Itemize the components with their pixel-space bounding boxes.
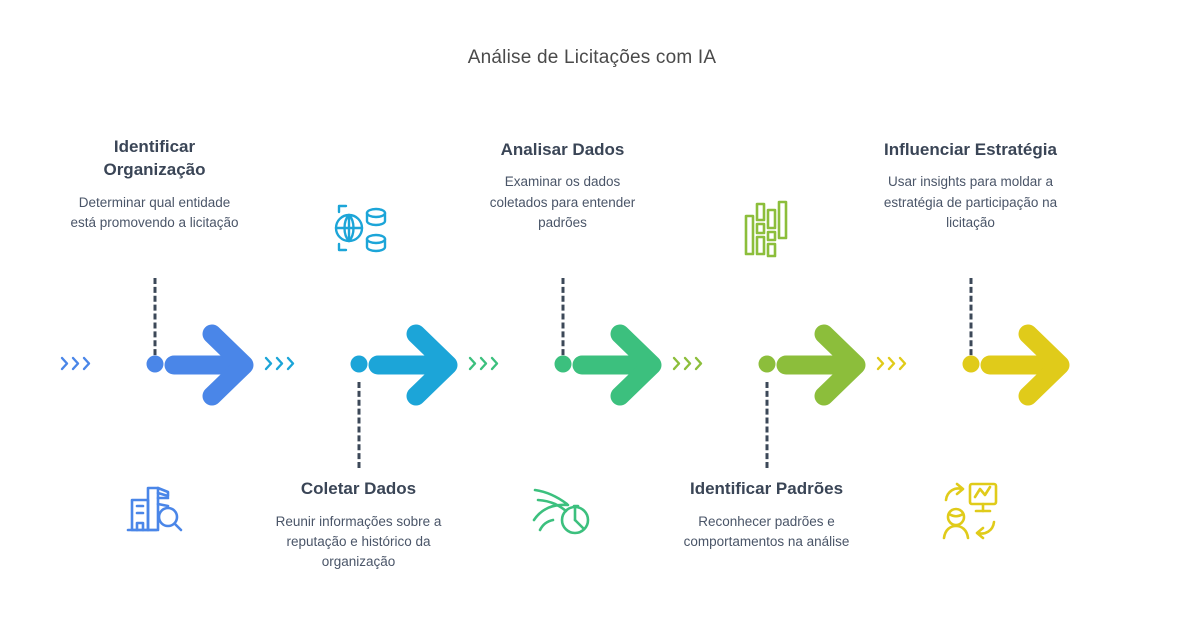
step-text-block: Identificar Padrões Reconhecer padrões e… xyxy=(679,478,854,552)
step-heading: Identificar Organização xyxy=(103,137,206,179)
flow-pie-chart-icon xyxy=(530,480,596,540)
chevron-right-icon xyxy=(468,356,477,371)
chevron-right-icon xyxy=(60,356,69,371)
timeline-step: Identificar Organização Determinar qual … xyxy=(52,0,257,618)
timeline-step: Analisar Dados Examinar os dados coletad… xyxy=(460,0,665,618)
person-monitor-cycle-icon xyxy=(938,480,1004,540)
dashed-connector xyxy=(561,278,564,364)
step-text-block: Analisar Dados Examinar os dados coletad… xyxy=(475,139,650,233)
chevron-right-icon xyxy=(694,356,703,371)
chevron-right-icon xyxy=(82,356,91,371)
timeline-node-dot[interactable] xyxy=(350,355,367,373)
chevron-right-icon xyxy=(683,356,692,371)
timeline-node-dot[interactable] xyxy=(758,355,775,373)
chevron-right-icon xyxy=(887,356,896,371)
chevron-right-icon xyxy=(71,356,80,371)
step-description: Reconhecer padrões e comportamentos na a… xyxy=(683,513,850,549)
arrow-right-icon xyxy=(164,320,260,410)
building-search-icon xyxy=(122,480,188,540)
chevron-group xyxy=(876,356,907,371)
chevron-right-icon xyxy=(490,356,499,371)
chevron-right-icon xyxy=(264,356,273,371)
arrow-right-icon xyxy=(980,320,1076,410)
globe-database-icon xyxy=(326,198,392,258)
step-description: Usar insights para moldar a estratégia d… xyxy=(883,174,1058,230)
step-description: Determinar qual entidade está promovendo… xyxy=(70,194,239,230)
chevron-group xyxy=(672,356,703,371)
dashed-connector xyxy=(153,278,156,364)
step-text-block: Influenciar Estratégia Usar insights par… xyxy=(883,139,1058,233)
step-text-block: Coletar Dados Reunir informações sobre a… xyxy=(271,478,446,572)
chevron-right-icon xyxy=(479,356,488,371)
dashed-connector xyxy=(765,382,768,468)
step-heading: Coletar Dados xyxy=(300,479,417,498)
arrow-right-icon xyxy=(776,320,872,410)
timeline-step: Identificar Padrões Reconhecer padrões e… xyxy=(664,0,869,618)
step-heading: Influenciar Estratégia xyxy=(884,139,1057,159)
timeline-node-dot[interactable] xyxy=(146,355,163,373)
step-heading: Identificar Padrões xyxy=(689,479,844,498)
step-text-block: Identificar Organização Determinar qual … xyxy=(67,136,242,233)
page-title: Análise de Licitações com IA xyxy=(467,47,717,68)
chevron-group xyxy=(264,356,295,371)
chevron-right-icon xyxy=(672,356,681,371)
chevron-group xyxy=(468,356,499,371)
arrow-right-icon xyxy=(572,320,668,410)
dashed-connector xyxy=(969,278,972,364)
timeline-step: Influenciar Estratégia Usar insights par… xyxy=(868,0,1073,618)
timeline-step: Coletar Dados Reunir informações sobre a… xyxy=(256,0,461,618)
chevron-right-icon xyxy=(876,356,885,371)
chevron-right-icon xyxy=(286,356,295,371)
chevron-right-icon xyxy=(275,356,284,371)
step-description: Reunir informações sobre a reputação e h… xyxy=(275,513,442,570)
chevron-right-icon xyxy=(898,356,907,371)
timeline-node-dot[interactable] xyxy=(962,355,979,373)
step-description: Examinar os dados coletados para entende… xyxy=(489,174,636,230)
dashed-connector xyxy=(357,382,360,468)
step-heading: Analisar Dados xyxy=(500,139,625,159)
chevron-group xyxy=(60,356,91,371)
bar-pattern-icon xyxy=(734,198,800,258)
timeline-node-dot[interactable] xyxy=(554,355,571,373)
arrow-right-icon xyxy=(368,320,464,410)
